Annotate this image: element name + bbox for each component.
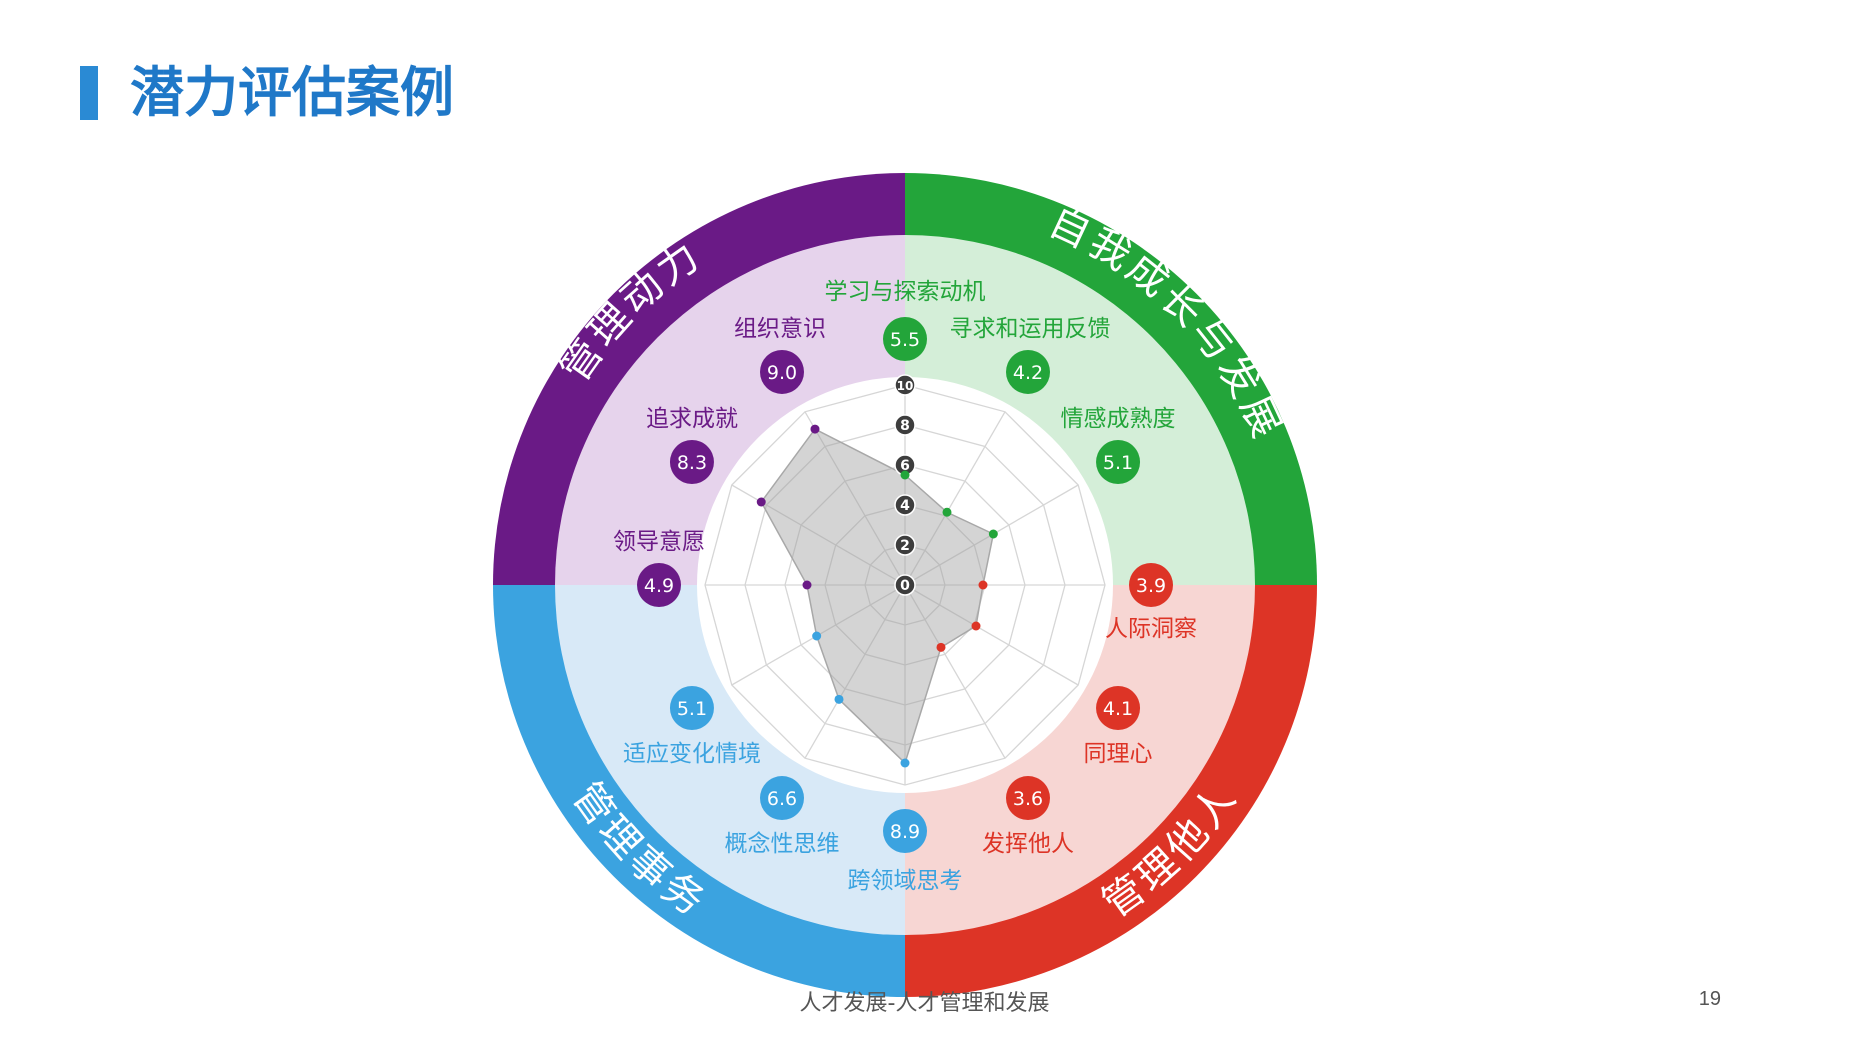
value-badge-text: 3.6 bbox=[1013, 788, 1043, 810]
value-badge-8: 6.6 bbox=[760, 776, 804, 821]
value-badge-text: 3.9 bbox=[1136, 575, 1166, 597]
value-badge-text: 9.0 bbox=[767, 362, 797, 384]
item-label-6: 发挥他人 bbox=[982, 831, 1074, 857]
item-label-1: 学习与探索动机 bbox=[825, 279, 986, 305]
data-point-10 bbox=[802, 580, 812, 590]
axis-tick-10: 10 bbox=[894, 374, 916, 396]
value-badge-text: 5.1 bbox=[677, 698, 707, 720]
item-label-9: 适应变化情境 bbox=[623, 741, 761, 767]
value-badge-circle bbox=[669, 686, 714, 730]
item-label-5: 同理心 bbox=[1084, 741, 1153, 767]
value-badge-text: 4.1 bbox=[1103, 698, 1133, 720]
item-label-10: 领导意愿 bbox=[613, 529, 705, 555]
value-badge-circle bbox=[760, 776, 804, 821]
value-badge-circle bbox=[1096, 440, 1141, 484]
axis-tick-label: 8 bbox=[900, 418, 910, 434]
value-badge-1: 5.5 bbox=[883, 317, 927, 361]
value-badge-6: 3.6 bbox=[1006, 776, 1050, 821]
data-point-12 bbox=[810, 424, 820, 434]
grid-spoke-12 bbox=[804, 411, 906, 586]
data-point-1 bbox=[900, 470, 910, 480]
value-badge-4: 3.9 bbox=[1129, 563, 1173, 607]
data-point-5 bbox=[971, 621, 981, 631]
value-badge-circle bbox=[1006, 349, 1050, 394]
value-badge-5: 4.1 bbox=[1096, 686, 1141, 730]
axis-tick-label: 0 bbox=[900, 578, 910, 594]
value-badge-text: 6.6 bbox=[767, 788, 797, 810]
axis-tick-badge bbox=[894, 374, 916, 396]
value-badge-9: 5.1 bbox=[669, 686, 714, 730]
item-label-2: 寻求和运用反馈 bbox=[950, 316, 1111, 342]
value-badge-circle bbox=[637, 563, 681, 607]
value-badge-text: 8.9 bbox=[890, 821, 920, 843]
axis-tick-2: 2 bbox=[894, 534, 916, 556]
item-label-7: 跨领域思考 bbox=[848, 868, 963, 894]
value-badge-circle bbox=[760, 349, 804, 394]
title-accent-bar bbox=[80, 66, 98, 120]
value-badge-circle bbox=[883, 809, 927, 853]
item-label-4: 人际洞察 bbox=[1105, 616, 1197, 642]
value-badge-text: 8.3 bbox=[677, 452, 707, 474]
value-badge-text: 4.2 bbox=[1013, 362, 1043, 384]
axis-tick-label: 2 bbox=[900, 538, 910, 554]
data-point-2 bbox=[942, 507, 952, 517]
value-badge-circle bbox=[1006, 776, 1050, 821]
value-badge-3: 5.1 bbox=[1096, 440, 1141, 484]
value-badge-12: 9.0 bbox=[760, 349, 804, 394]
grid-spoke-2 bbox=[904, 411, 1006, 586]
value-badge-2: 4.2 bbox=[1006, 349, 1050, 394]
grid-spoke-5 bbox=[904, 584, 1079, 686]
axis-tick-8: 8 bbox=[894, 414, 916, 436]
item-label-11: 追求成就 bbox=[646, 406, 738, 432]
grid-spoke-6 bbox=[904, 584, 1006, 759]
axis-tick-badge bbox=[894, 574, 916, 596]
value-badge-circle bbox=[669, 440, 714, 484]
axis-tick-4: 4 bbox=[894, 494, 916, 516]
axis-tick-label: 4 bbox=[900, 498, 910, 514]
item-label-8: 概念性思维 bbox=[725, 831, 840, 857]
data-point-7 bbox=[900, 758, 910, 768]
value-badge-text: 5.5 bbox=[890, 329, 920, 351]
value-badge-circle bbox=[883, 317, 927, 361]
value-badge-circle bbox=[1129, 563, 1173, 607]
item-label-3: 情感成熟度 bbox=[1061, 406, 1176, 432]
value-badge-10: 4.9 bbox=[637, 563, 681, 607]
page-title: 潜力评估案例 bbox=[130, 61, 454, 124]
axis-tick-badge bbox=[894, 414, 916, 436]
data-point-4 bbox=[978, 580, 988, 590]
axis-tick-badge bbox=[894, 494, 916, 516]
value-badge-11: 8.3 bbox=[669, 440, 714, 484]
page-number: 19 bbox=[1698, 988, 1721, 1010]
axis-tick-label: 6 bbox=[900, 458, 910, 474]
axis-tick-label: 10 bbox=[897, 379, 914, 393]
item-label-12: 组织意识 bbox=[734, 316, 826, 342]
axis-tick-0: 0 bbox=[894, 574, 916, 596]
value-badge-circle bbox=[1096, 686, 1141, 730]
axis-tick-badge bbox=[894, 534, 916, 556]
value-badge-text: 4.9 bbox=[644, 575, 674, 597]
data-point-3 bbox=[988, 529, 998, 539]
value-badge-7: 8.9 bbox=[883, 809, 927, 853]
data-point-8 bbox=[834, 694, 844, 704]
value-badge-text: 5.1 bbox=[1103, 452, 1133, 474]
grid-spoke-8 bbox=[804, 584, 906, 759]
footer-text: 人才发展-人才管理和发展 bbox=[799, 991, 1050, 1016]
data-point-11 bbox=[756, 497, 766, 507]
data-point-6 bbox=[936, 642, 946, 652]
data-point-9 bbox=[812, 631, 822, 641]
